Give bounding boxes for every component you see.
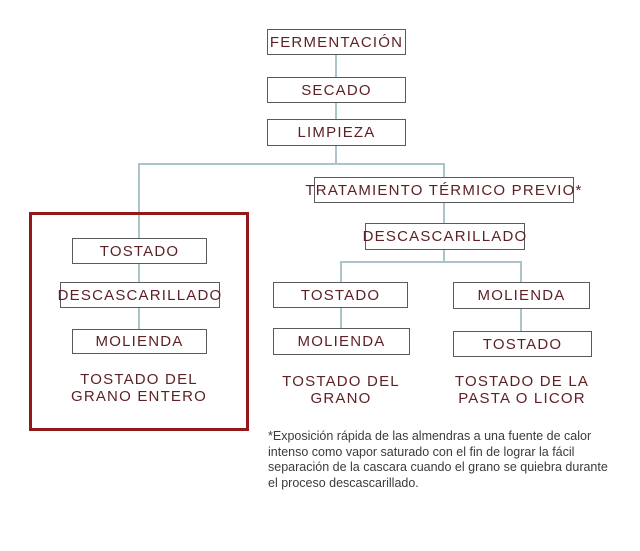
node-descascarillado-previo: DESCASCARILLADO <box>363 223 526 250</box>
connector-line <box>138 308 140 329</box>
connector-line <box>443 163 445 177</box>
node-grano-molienda: MOLIENDA <box>273 328 410 355</box>
footnote-tratamiento-termico: *Exposición rápida de las almendras a un… <box>268 429 608 490</box>
connector-line <box>335 146 337 165</box>
node-grano-entero-molienda: MOLIENDA <box>72 329 207 354</box>
connector-line <box>335 55 337 77</box>
node-grano-tostado: TOSTADO <box>273 282 408 308</box>
connector-line <box>138 163 140 238</box>
connector-line <box>335 103 337 119</box>
connector-line <box>138 163 445 165</box>
node-fermentacion: FERMENTACIÓN <box>267 29 406 55</box>
node-grano-entero-descascarillado: DESCASCARILLADO <box>58 282 221 308</box>
highlight-grano-entero-box <box>29 212 249 431</box>
caption-tostado-grano-entero: TOSTADO DEL GRANO ENTERO <box>70 371 208 405</box>
connector-line <box>340 261 342 282</box>
connector-line <box>443 250 445 263</box>
node-pasta-molienda: MOLIENDA <box>453 282 590 309</box>
connector-line <box>340 308 342 328</box>
connector-line <box>340 261 522 263</box>
node-grano-entero-tostado: TOSTADO <box>72 238 207 264</box>
connector-line <box>520 309 522 331</box>
node-secado: SECADO <box>267 77 406 103</box>
connector-line <box>138 264 140 282</box>
caption-tostado-grano: TOSTADO DEL GRANO <box>282 373 400 407</box>
caption-tostado-pasta-licor: TOSTADO DE LA PASTA O LICOR <box>454 373 590 407</box>
node-tratamiento-termico-previo: TRATAMIENTO TÉRMICO PREVIO* <box>305 177 581 203</box>
connector-line <box>443 203 445 223</box>
connector-line <box>520 261 522 282</box>
node-pasta-tostado: TOSTADO <box>453 331 592 357</box>
node-limpieza: LIMPIEZA <box>267 119 406 146</box>
